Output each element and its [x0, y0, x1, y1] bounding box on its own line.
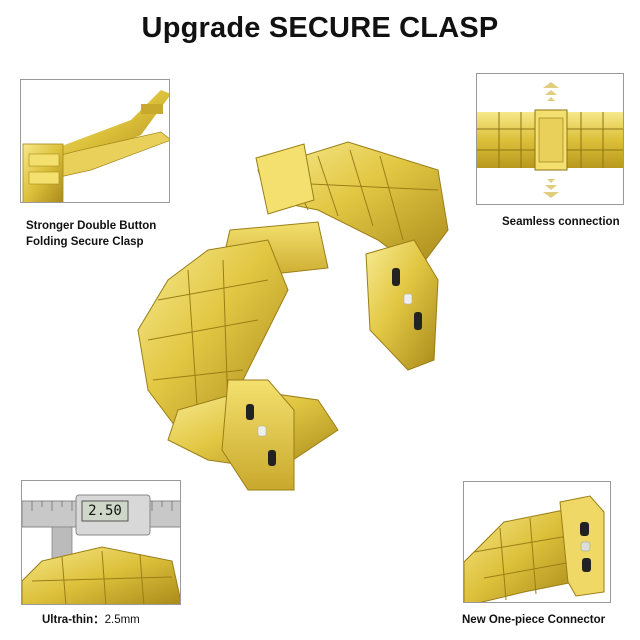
connector-caption: New One-piece Connector — [462, 614, 606, 626]
thickness-caption-value: 2.5mm — [104, 614, 140, 626]
clasp-caption-line2: Folding Secure Clasp — [26, 236, 144, 248]
thickness-caption-label: Ultra-thin： — [42, 614, 105, 626]
clasp-caption-line1: Stronger Double Button — [26, 220, 157, 232]
page-title: Upgrade SECURE CLASP — [141, 12, 499, 44]
connector-detail-image — [463, 481, 611, 603]
thickness-detail-image: 2.50 — [21, 480, 181, 605]
main-band-image — [118, 130, 518, 510]
clasp-detail-image — [20, 79, 170, 203]
clasp-caption: Stronger Double Button Folding Secure Cl… — [26, 218, 156, 250]
connection-detail-image — [476, 73, 624, 205]
connection-caption: Seamless connection — [502, 216, 620, 228]
caliper-display-value: 2.50 — [88, 503, 122, 519]
thickness-caption: Ultra-thin：2.5mm — [42, 612, 140, 628]
